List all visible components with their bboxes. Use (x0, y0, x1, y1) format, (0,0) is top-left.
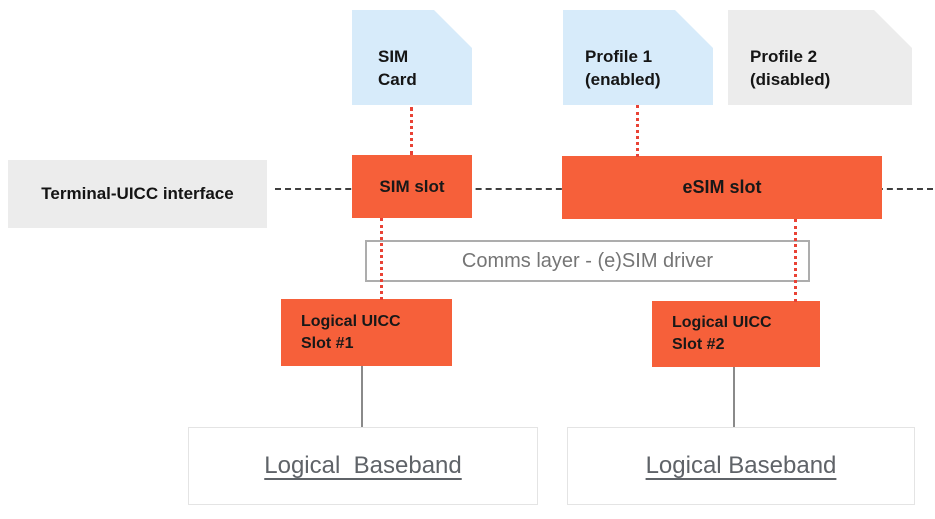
profile-2-label: Profile 2 (disabled) (750, 46, 831, 89)
connector-profile-1-to-esim-slot (636, 105, 639, 157)
profile-1-label: Profile 1 (enabled) (585, 46, 661, 89)
logical-uicc-slot-2-node: Logical UICC Slot #2 (652, 301, 820, 367)
sim-slot-node: SIM slot (352, 155, 472, 218)
logical-uicc-slot-1-node: Logical UICC Slot #1 (281, 299, 452, 366)
profile-2-disabled-node: Profile 2 (disabled) (728, 10, 912, 105)
connector-sim-card-to-sim-slot (410, 107, 413, 155)
esim-slot-label: eSIM slot (682, 177, 762, 197)
connector-uicc-slot-1-to-baseband-1 (361, 366, 363, 427)
logical-uicc-slot-2-label: Logical UICC Slot #2 (672, 314, 772, 353)
comms-layer-label: Comms layer - (e)SIM driver (461, 249, 714, 272)
sim-card-label: SIM Card (378, 46, 417, 89)
terminal-uicc-interface-label: Terminal-UICC interface (41, 184, 234, 203)
comms-layer-node: Comms layer - (e)SIM driver (365, 240, 810, 282)
sim-slot-label: SIM slot (379, 176, 445, 196)
logical-baseband-1-node: Logical Baseband (188, 427, 538, 505)
logical-baseband-2-node: Logical Baseband (567, 427, 915, 505)
connector-esim-slot-to-uicc-slot-2 (794, 219, 797, 302)
logical-uicc-slot-1-label: Logical UICC Slot #1 (301, 312, 401, 352)
connector-sim-slot-to-uicc-slot-1 (380, 218, 383, 300)
connector-uicc-slot-2-to-baseband-2 (733, 367, 735, 427)
logical-baseband-1-label: Logical Baseband (264, 452, 462, 479)
sim-card-node: SIM Card (352, 10, 472, 105)
logical-baseband-2-label: Logical Baseband (645, 452, 837, 479)
terminal-uicc-interface-label-box: Terminal-UICC interface (8, 160, 267, 228)
esim-slot-node: eSIM slot (562, 156, 882, 219)
profile-1-enabled-node: Profile 1 (enabled) (563, 10, 713, 105)
